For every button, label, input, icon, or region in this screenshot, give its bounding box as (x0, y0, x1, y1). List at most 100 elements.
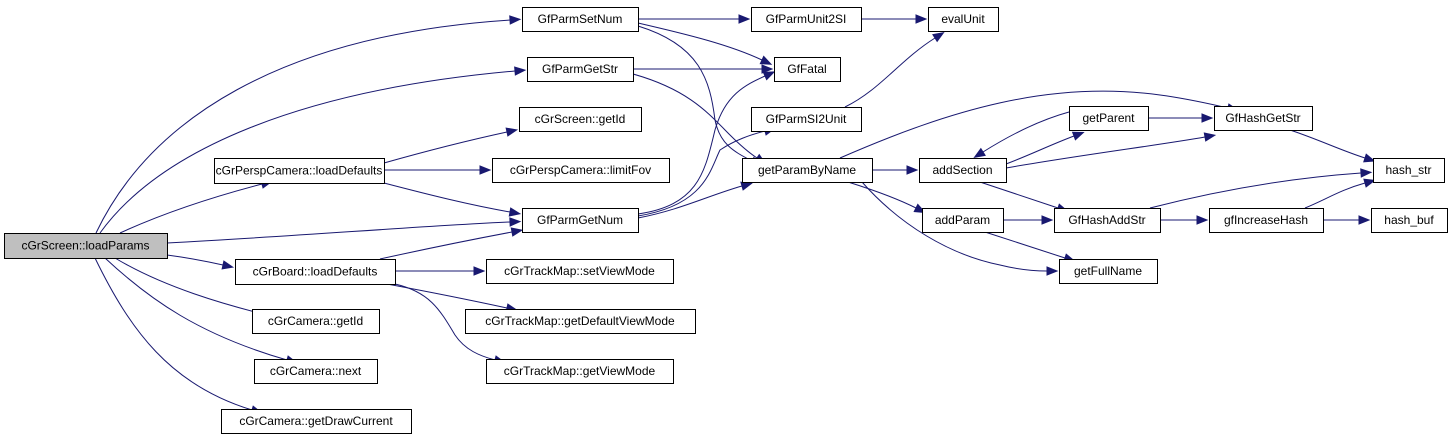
node-GfFatal[interactable]: GfFatal (774, 57, 841, 82)
node-box[interactable] (221, 409, 412, 434)
node-getDefaultViewMode[interactable]: cGrTrackMap::getDefaultViewMode (465, 309, 696, 334)
edge-line (1005, 136, 1206, 169)
node-getViewMode[interactable]: cGrTrackMap::getViewMode (486, 359, 674, 384)
node-GfParmGetNum[interactable]: GfParmGetNum (522, 208, 639, 233)
node-box[interactable] (214, 158, 385, 184)
arrowhead-icon (479, 165, 492, 175)
arrowhead-icon (973, 147, 986, 159)
node-label: evalUnit (941, 12, 985, 26)
edge-GfParmGetStr-to-GfFatal (633, 64, 774, 74)
node-box[interactable] (254, 359, 378, 384)
node-label: cGrBoard::loadDefaults (253, 265, 378, 279)
node-addSection[interactable]: addSection (919, 158, 1007, 183)
edge-getParamByName-to-GfHashGetStr (839, 90, 1240, 159)
node-label: cGrCamera::next (270, 364, 362, 378)
edge-line (95, 19, 511, 234)
arrowhead-icon (1203, 132, 1217, 142)
node-GfParmSI2Unit[interactable]: GfParmSI2Unit (751, 107, 862, 132)
node-GfParmGetStr[interactable]: GfParmGetStr (527, 57, 634, 82)
node-box[interactable] (522, 208, 639, 233)
arrowhead-icon (1046, 266, 1059, 276)
nodes-layer: cGrScreen::loadParams GfParmSetNum GfParmU… (4, 7, 1448, 434)
node-box[interactable] (1209, 208, 1324, 233)
node-getFullName[interactable]: getFullName (1059, 259, 1158, 284)
node-GfHashGetStr[interactable]: GfHashGetStr (1214, 106, 1313, 131)
node-evalUnit[interactable]: evalUnit (928, 7, 999, 32)
node-box[interactable] (522, 7, 639, 32)
node-GfHashAddStr[interactable]: GfHashAddStr (1054, 208, 1161, 233)
arrowhead-icon (1363, 178, 1376, 188)
node-label: GfHashGetStr (1225, 111, 1300, 125)
node-cameraNext[interactable]: cGrCamera::next (254, 359, 378, 384)
edge-perspLoadDefaults-to-cGrScreenGetId (383, 127, 519, 164)
node-box[interactable] (1069, 106, 1149, 131)
arrowhead-icon (510, 227, 524, 237)
node-hash_buf[interactable]: hash_buf (1371, 208, 1448, 233)
node-box[interactable] (235, 259, 396, 285)
edge-GfParmSetNum-to-GfFatal (637, 22, 773, 65)
arrowhead-icon (505, 127, 519, 137)
node-box[interactable] (919, 158, 1007, 183)
node-label: cGrCamera::getDrawCurrent (239, 414, 393, 428)
node-box[interactable] (252, 309, 380, 334)
edge-getParent-to-addSection (973, 111, 1070, 159)
edge-loadParams-to-GfParmSetNum (95, 15, 522, 234)
node-label: getParent (1082, 111, 1135, 125)
edge-line (94, 257, 253, 411)
node-box[interactable] (492, 158, 670, 183)
node-setViewMode[interactable]: cGrTrackMap::setViewMode (486, 259, 674, 284)
arrowhead-icon (1363, 153, 1376, 163)
edge-line (383, 182, 511, 213)
node-box[interactable] (922, 208, 1004, 233)
arrowhead-icon (915, 14, 928, 24)
node-box[interactable] (1214, 106, 1313, 131)
arrowhead-icon (1041, 215, 1054, 225)
arrowhead-icon (1201, 113, 1214, 123)
edge-GfParmUnit2SI-to-evalUnit (861, 14, 928, 24)
node-box[interactable] (751, 7, 862, 32)
node-box[interactable] (1054, 208, 1161, 233)
edge-line (637, 22, 763, 61)
node-box[interactable] (1371, 208, 1448, 233)
node-loadParams[interactable]: cGrScreen::loadParams (4, 233, 168, 259)
node-label: GfParmSI2Unit (766, 112, 847, 126)
edge-getParamByName-to-addSection (872, 165, 919, 175)
arrowhead-icon (762, 71, 776, 81)
edge-line (166, 254, 224, 266)
node-perspLoadDefaults[interactable]: cGrPerspCamera::loadDefaults (214, 158, 385, 184)
node-box[interactable] (751, 107, 862, 132)
node-box[interactable] (1373, 158, 1445, 183)
node-cameraGetId[interactable]: cGrCamera::getId (252, 309, 380, 334)
node-GfParmUnit2SI[interactable]: GfParmUnit2SI (751, 7, 862, 32)
edge-boardLoadDefaults-to-setViewMode (395, 266, 486, 276)
edge-line (637, 75, 766, 215)
node-boardLoadDefaults[interactable]: cGrBoard::loadDefaults (235, 259, 396, 285)
node-box[interactable] (4, 233, 168, 259)
node-getParamByName[interactable]: getParamByName (742, 158, 873, 183)
edge-addSection-to-GfHashAddStr (979, 181, 1069, 213)
node-getDrawCurrent[interactable]: cGrCamera::getDrawCurrent (221, 409, 412, 434)
edge-gfIncreaseHash-to-hash_buf (1323, 215, 1371, 225)
node-box[interactable] (519, 107, 642, 132)
node-label: cGrPerspCamera::loadDefaults (216, 164, 383, 178)
node-cGrScreenGetId[interactable]: cGrScreen::getId (519, 107, 642, 132)
node-box[interactable] (1059, 259, 1158, 284)
node-getParent[interactable]: getParent (1069, 106, 1149, 131)
node-box[interactable] (527, 57, 634, 82)
node-hash_str[interactable]: hash_str (1373, 158, 1445, 183)
node-gfIncreaseHash[interactable]: gfIncreaseHash (1209, 208, 1324, 233)
node-box[interactable] (928, 7, 999, 32)
node-label: getFullName (1074, 264, 1142, 278)
node-box[interactable] (486, 359, 674, 384)
node-label: cGrTrackMap::setViewMode (504, 264, 655, 278)
node-limitFov[interactable]: cGrPerspCamera::limitFov (492, 158, 670, 183)
node-GfParmSetNum[interactable]: GfParmSetNum (522, 7, 639, 32)
node-box[interactable] (742, 158, 873, 183)
edge-line (386, 283, 508, 309)
node-box[interactable] (774, 57, 841, 82)
node-label: cGrScreen::getId (535, 112, 626, 126)
node-addParam[interactable]: addParam (922, 208, 1004, 233)
node-box[interactable] (465, 309, 696, 334)
node-box[interactable] (486, 259, 674, 284)
